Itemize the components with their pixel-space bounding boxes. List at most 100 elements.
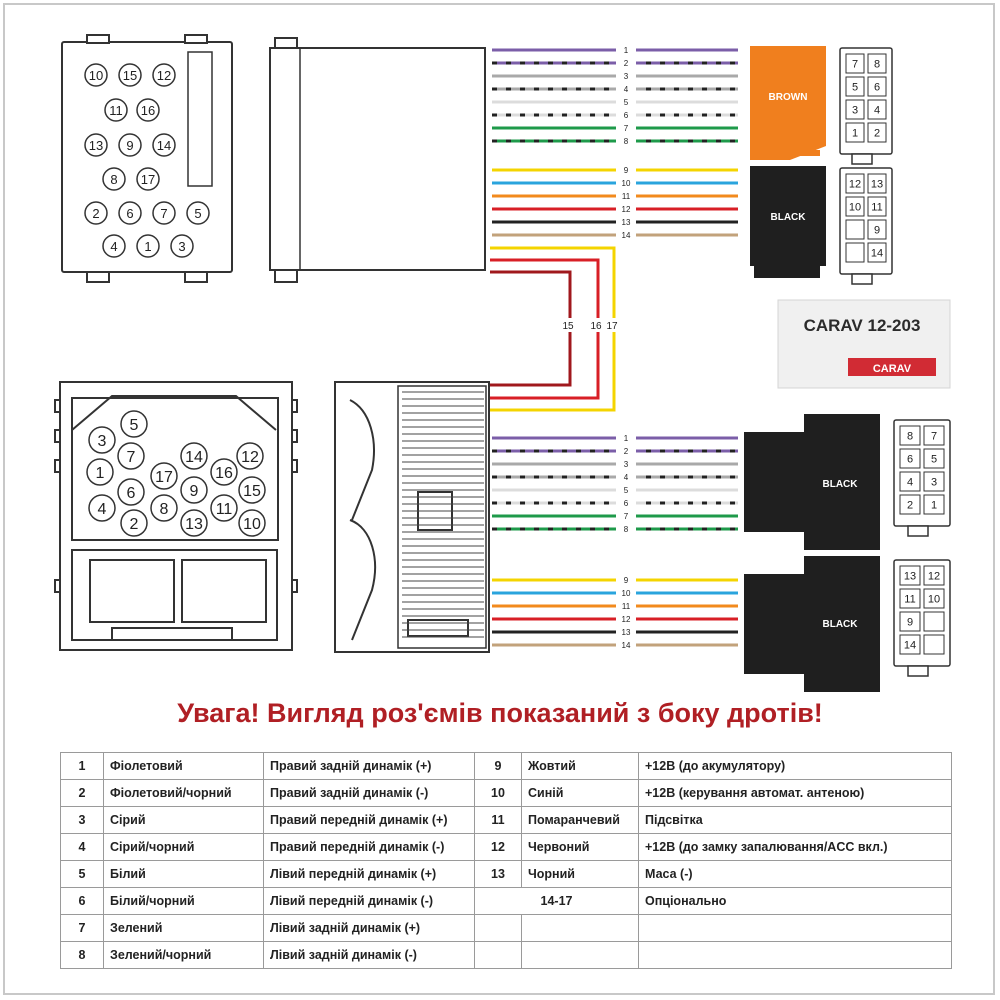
legend-wire-color: Червоний [521,833,639,861]
black-bottom-pinout-cell: 11 [899,588,921,609]
black-mid-pinout-cell: 4 [899,471,921,492]
wire: 11 [492,192,738,201]
iso-pin-number: 1 [144,239,151,254]
wire: 9 [492,166,738,175]
round-pin: 15 [238,476,266,504]
legend-pin-number: 4 [60,833,104,861]
legend-wire-color: Помаранчевий [521,806,639,834]
black-connector-bottom-label: BLACK [823,619,859,630]
iso-pin: 7 [152,201,176,225]
black-bottom-pinout-pin-number: 12 [928,571,940,583]
black-top-pinout-cell: 13 [867,173,887,194]
legend-function: Підсвітка [638,806,952,834]
legend-pin-number: 6 [60,887,104,915]
iso-pin: 5 [186,201,210,225]
black-top-pinout-pin-number: 14 [871,248,883,260]
black-bottom-pinout-cell [923,634,945,655]
iso-pin: 4 [102,234,126,258]
iso-pin-number: 5 [194,206,201,221]
iso-pin-number: 11 [109,103,123,118]
iso-pin: 1 [136,234,160,258]
legend-function: +12В (до замку запалювання/ACC вкл.) [638,833,952,861]
black-mid-pinout-pin-number: 5 [931,454,937,466]
warning-text: Увага! Вигляд роз'ємів показаний з боку … [177,698,823,728]
aux-label-bg [559,318,577,332]
round-pin: 17 [150,462,178,490]
housing-stripes [402,391,484,638]
round-pin-number: 11 [216,501,233,518]
round-pin: 2 [120,509,148,537]
wire: 2 [492,447,738,456]
iso-pin: 8 [102,167,126,191]
black-connector-mid: BLACK [744,414,880,550]
black-top-pinout-cell: 10 [845,196,865,217]
wire-number: 2 [624,59,629,68]
iso-pin: 6 [118,201,142,225]
black-mid-pinout-cell: 7 [923,425,945,446]
brown-pinout-pin-number: 3 [852,105,858,117]
wire: 7 [492,512,738,521]
wire-number: 11 [622,192,631,201]
wire: 12 [492,205,738,214]
legend-wire-color: Синій [521,779,639,807]
brown-pinout-pin-number: 4 [874,105,880,117]
iso-pin: 10 [84,63,108,87]
legend-wire-color: Білий [103,860,264,888]
wire: 1 [492,46,738,55]
legend-wire-color [521,914,639,942]
iso-pin: 12 [152,63,176,87]
legend-function: Лівий задній динамік (-) [263,941,475,969]
wire-number: 10 [622,179,631,188]
round-pin-number: 7 [127,449,136,466]
black-connector-top-label: BLACK [771,212,807,223]
wire-number: 4 [624,473,629,482]
wire-number: 1 [624,46,629,55]
brown-connector-label: BROWN [769,92,808,103]
wire: 8 [492,137,738,146]
black-mid-pinout-pin-number: 7 [931,431,937,443]
wire-number: 12 [622,205,631,214]
round-pin-number: 1 [96,465,105,482]
black-top-pinout-pin-number: 9 [874,225,880,237]
black-top-pinout-pin-number: 10 [849,202,861,214]
wire: 14 [492,641,738,650]
legend-pin-number: 8 [60,941,104,969]
wire-number: 4 [624,85,629,94]
black-top-pinout-cell: 12 [845,173,865,194]
legend-pin-number: 9 [474,752,522,780]
legend-pin-number: 1 [60,752,104,780]
legend-pin-range: 14-17 [474,887,639,915]
legend-function: Правий передній динамік (+) [263,806,475,834]
round-pin: 4 [88,494,116,522]
brown-pinout-pin-number: 8 [874,59,880,71]
wire-number: 6 [624,111,629,120]
iso-pin-number: 10 [89,68,103,83]
round-pin: 10 [238,509,266,537]
legend-function: Лівий задній динамік (+) [263,914,475,942]
wire: 9 [492,576,738,585]
black-bottom-pinout-cell: 10 [923,588,945,609]
black-mid-pinout-pin-number: 6 [907,454,913,466]
wire-number: 14 [622,231,631,240]
iso-pin-number: 15 [123,68,137,83]
iso-pin: 2 [84,201,108,225]
black-bottom-pinout-pin-number: 11 [904,594,915,606]
legend-wire-color [521,941,639,969]
round-pin-number: 10 [243,516,261,533]
aux-label-bg [603,318,621,332]
legend-pin-number: 7 [60,914,104,942]
round-pin: 9 [180,476,208,504]
black-top-pinout-cell [845,219,865,240]
brown-pinout-cell: 4 [867,99,887,120]
wire: 3 [492,72,738,81]
legend-wire-color: Сірий/чорний [103,833,264,861]
